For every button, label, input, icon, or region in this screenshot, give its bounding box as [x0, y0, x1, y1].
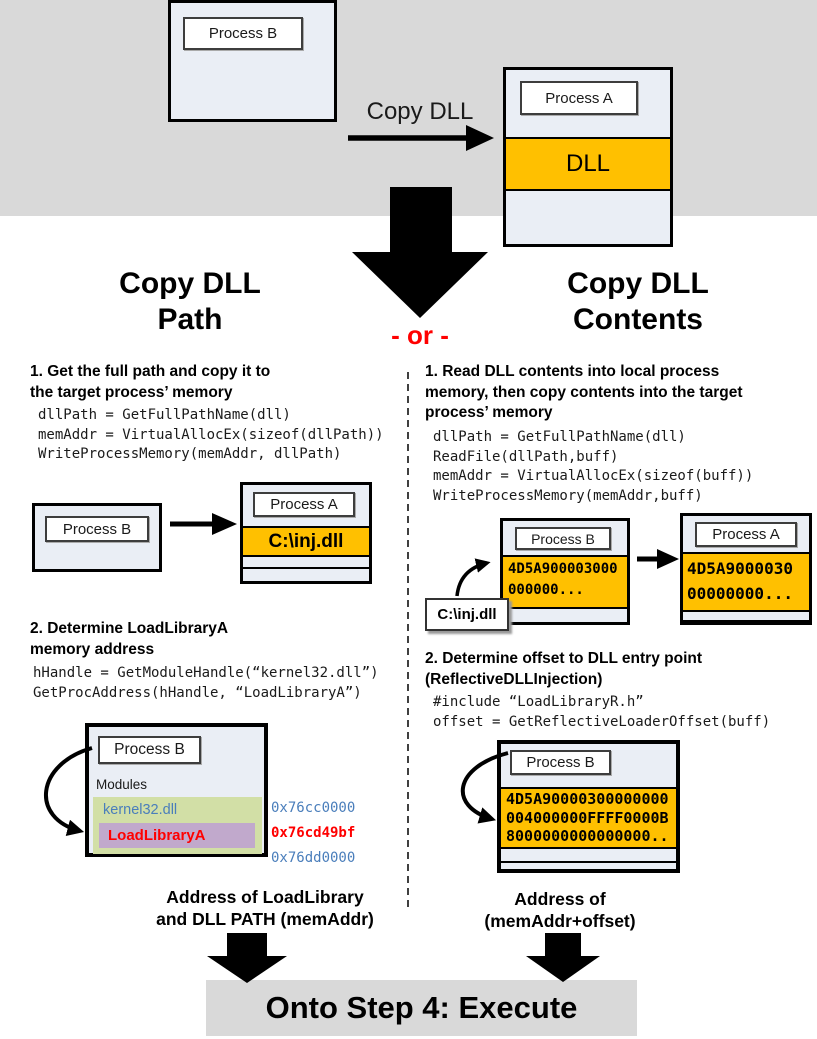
- left-d1-dllpath-band: C:\inj.dll: [243, 526, 369, 557]
- right-step1-heading: 1. Read DLL contents into local process …: [425, 363, 743, 421]
- left-transfer-arrow-icon: [170, 513, 237, 535]
- left-d1-footer: [243, 569, 369, 581]
- modules-label: Modules: [96, 777, 148, 792]
- left-d2-process-b-box: Process B Modules kernel32.dll LoadLibra…: [85, 723, 268, 857]
- overview-band: [0, 0, 817, 216]
- right-d2-strip: [501, 849, 676, 863]
- left-result-label: Address of LoadLibrary and DLL PATH (mem…: [156, 887, 374, 929]
- right-d2-header: Process B: [501, 744, 676, 787]
- right-step2-heading: 2. Determine offset to DLL entry point (…: [425, 650, 703, 688]
- copy-dll-arrow-label: Copy DLL: [366, 98, 474, 125]
- or-label: - or -: [391, 320, 449, 350]
- overview-process-a-footer: [506, 191, 670, 244]
- address-kernel32-base: 0x76cc0000: [271, 800, 356, 816]
- address-list: 0x76cc0000 0x76cd49bf 0x76dd0000: [271, 796, 371, 871]
- kernel32-module-label: kernel32.dll: [103, 802, 178, 818]
- left-d1-process-b-label: Process B: [45, 516, 149, 542]
- right-d2-process-b-label: Process B: [510, 750, 611, 775]
- overview-process-a-header: Process A: [506, 70, 670, 137]
- right-d1-process-a-hex: 4D5A9000030 00000000...: [683, 551, 809, 613]
- overview-dll-band: DLL: [506, 137, 670, 191]
- left-step2-code: hHandle = GetModuleHandle(“kernel32.dll”…: [33, 665, 379, 701]
- overview-process-a-box: Process A DLL: [503, 67, 673, 247]
- loadlibrarya-label: LoadLibraryA: [108, 827, 206, 844]
- overview-process-b-label: Process B: [183, 17, 303, 50]
- right-d1-process-a-box: Process A 4D5A9000030 00000000...: [680, 513, 812, 625]
- loadlibrarya-purple-box: LoadLibraryA: [99, 823, 255, 848]
- right-result-down-arrow-icon: [526, 933, 600, 982]
- injdll-pointer-arrow-icon: [455, 558, 491, 597]
- right-d1-b-footer: [503, 609, 627, 622]
- footer-label: Onto Step 4: Execute: [265, 990, 578, 1025]
- right-d1-process-b-label: Process B: [515, 527, 611, 550]
- right-d2-process-b-box: Process B 4D5A90000300000000 004000000FF…: [497, 740, 680, 873]
- right-d2-footer: [501, 863, 676, 869]
- left-d2-process-b-label: Process B: [98, 736, 201, 764]
- left-step1-heading: 1. Get the full path and copy it to the …: [30, 363, 271, 401]
- right-d1-process-a-label: Process A: [695, 522, 797, 547]
- left-d1-process-b-box: Process B: [32, 503, 162, 572]
- left-step1-code: dllPath = GetFullPathName(dll) memAddr =…: [38, 407, 384, 462]
- left-step2-heading: 2. Determine LoadLibraryA memory address: [30, 620, 229, 658]
- right-step2-code: #include “LoadLibraryR.h” offset = GetRe…: [433, 694, 771, 730]
- right-transfer-arrow-icon: [637, 549, 679, 569]
- left-d1-process-a-label: Process A: [253, 492, 355, 517]
- right-d1-process-b-box: Process B 4D5A900003000 000000...: [500, 518, 630, 625]
- left-d1-process-a-header: Process A: [243, 485, 369, 526]
- left-result-down-arrow-icon: [207, 933, 287, 983]
- injdll-callout-label: C:\inj.dll: [425, 598, 509, 631]
- footer-bar: Onto Step 4: Execute: [206, 980, 637, 1036]
- right-d1-process-b-header: Process B: [503, 521, 627, 555]
- overview-process-a-label: Process A: [520, 81, 638, 115]
- address-loadlibrarya: 0x76cd49bf: [271, 825, 356, 841]
- overview-process-b-box: Process B: [168, 0, 337, 122]
- right-d1-a-strip: [683, 612, 809, 623]
- right-d1-process-b-hex: 4D5A900003000 000000...: [503, 555, 627, 609]
- left-d1-process-a-box: Process A C:\inj.dll: [240, 482, 372, 584]
- left-d1-strip: [243, 557, 369, 569]
- right-result-label: Address of (memAddr+offset): [484, 889, 636, 931]
- address-module-end: 0x76dd0000: [271, 850, 356, 866]
- right-d2-hex: 4D5A90000300000000 004000000FFFF0000B 80…: [501, 787, 676, 849]
- right-d1-process-a-header: Process A: [683, 516, 809, 552]
- right-step1-code: dllPath = GetFullPathName(dll) ReadFile(…: [433, 429, 754, 504]
- modules-green-box: kernel32.dll LoadLibraryA: [93, 797, 262, 854]
- right-column-heading: Copy DLL Contents: [567, 267, 709, 336]
- left-column-heading: Copy DLL Path: [119, 267, 261, 336]
